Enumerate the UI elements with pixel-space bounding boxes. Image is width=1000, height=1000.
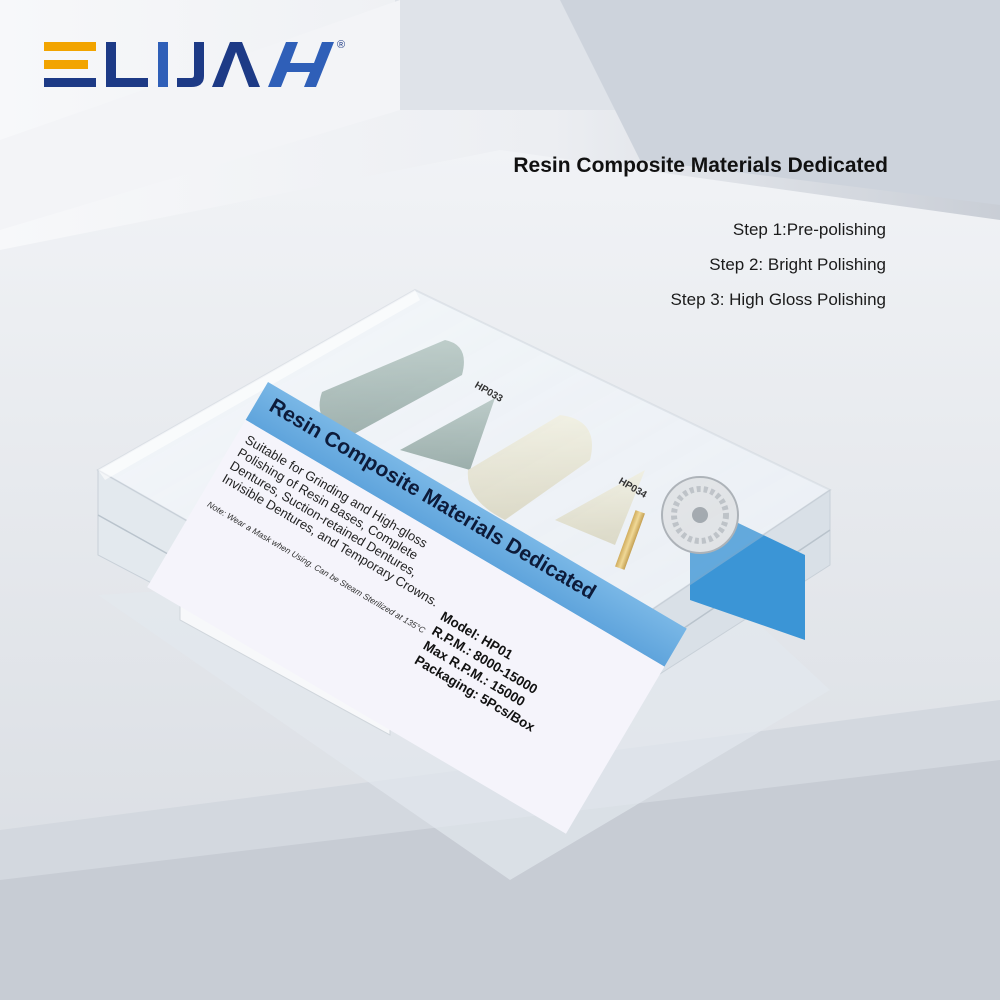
steps-list: Step 1:Pre-polishing Step 2: Bright Poli… (671, 212, 886, 317)
elijah-logo: ® (44, 39, 345, 87)
step-2: Step 2: Bright Polishing (709, 255, 886, 274)
step-3: Step 3: High Gloss Polishing (670, 290, 886, 309)
registered-mark: ® (337, 39, 345, 51)
step-1: Step 1:Pre-polishing (732, 220, 886, 239)
headline: Resin Composite Materials Dedicated (513, 154, 888, 177)
